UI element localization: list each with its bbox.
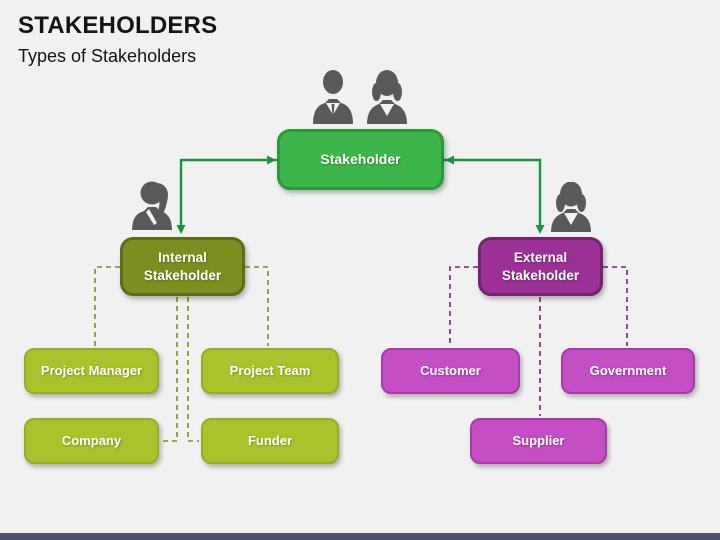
connector-stakeholder-internal [179,158,277,230]
node-label: Company [61,432,122,448]
node-label: Funder [247,432,293,448]
connector-external-customer [449,266,478,346]
node-label: Stakeholder [320,151,401,168]
node-label: Project Team [229,362,311,378]
node-funder: Funder [201,418,339,464]
page-title: STAKEHOLDERS [18,12,218,39]
page-subtitle: Types of Stakeholders [18,46,197,66]
connector-stakeholder-external [444,158,542,230]
connector-internal-company [161,297,178,442]
woman-profile-icon [132,181,172,230]
arrowhead-into-stakeholder-left [267,155,276,165]
node-label: Project Manager [40,362,143,378]
node-external-stakeholder: External Stakeholder [478,237,603,296]
node-label: Internal Stakeholder [143,249,222,283]
node-customer: Customer [381,348,520,394]
node-stakeholder: Stakeholder [277,129,444,190]
arrowhead-into-stakeholder-right [445,155,454,165]
node-company: Company [24,418,159,464]
node-label: External Stakeholder [501,249,580,283]
connector-internal-project-manager [94,266,120,346]
node-label: Government [589,362,667,378]
node-label: Supplier [512,432,565,448]
man-woman-icon [313,70,407,124]
node-supplier: Supplier [470,418,607,464]
node-project-manager: Project Manager [24,348,159,394]
node-internal-stakeholder: Internal Stakeholder [120,237,245,296]
bottom-bar [0,533,720,540]
woman-icon [551,182,591,232]
node-government: Government [561,348,695,394]
arrowhead-into-internal [176,225,186,234]
node-label: Customer [420,362,481,378]
connector-internal-funder [187,297,199,442]
connector-external-government [603,266,628,346]
arrowhead-into-external [535,225,545,234]
node-project-team: Project Team [201,348,339,394]
connector-internal-project-team [245,266,269,346]
